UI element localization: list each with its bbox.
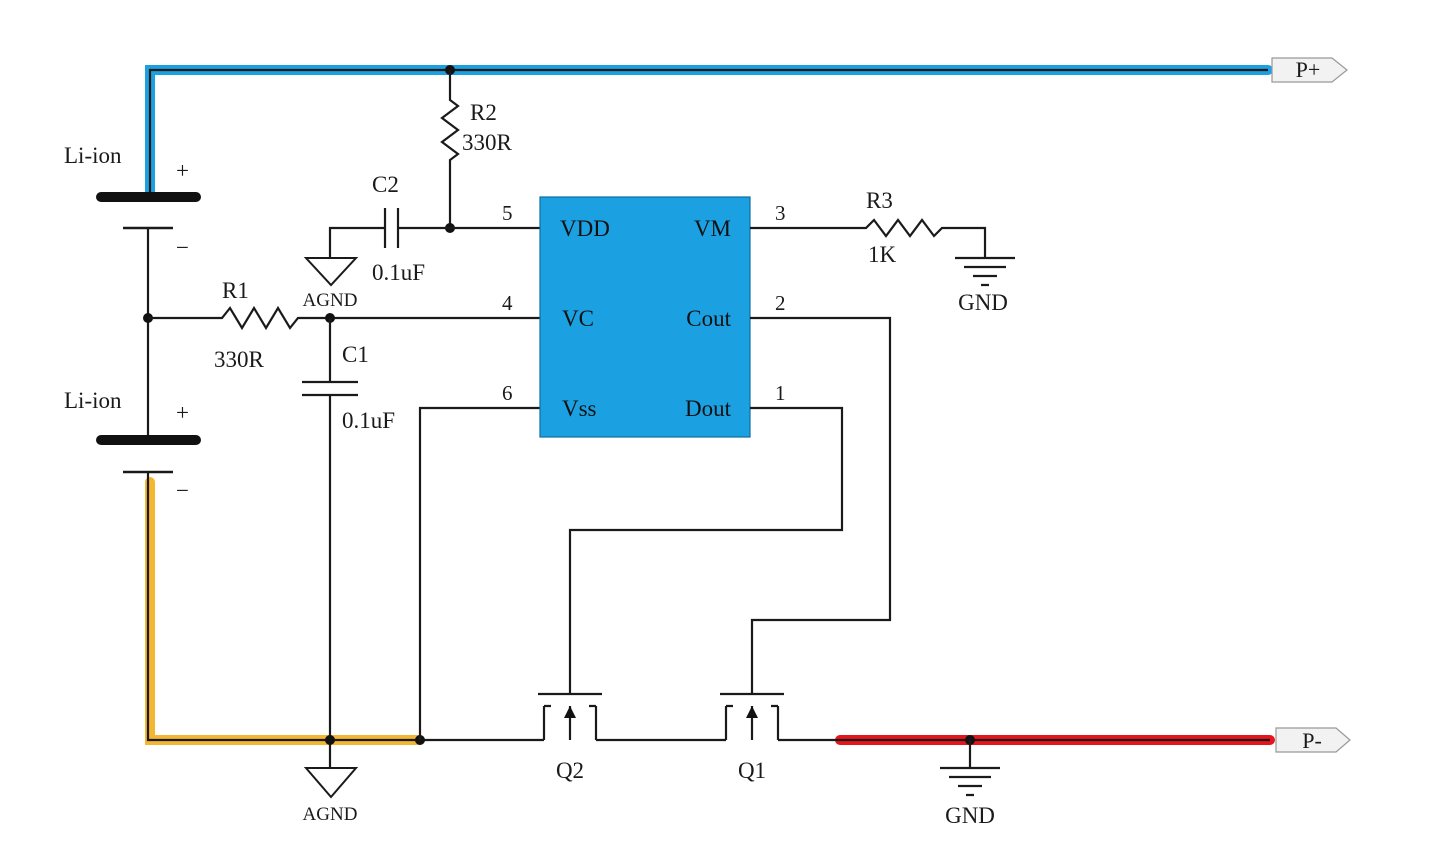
ic-pin-2-number: 2 [775,291,786,315]
port-p-minus[interactable]: P- [1275,727,1351,753]
agnd-bottom-label: AGND [303,804,358,825]
port-p-plus-label: P+ [1296,57,1321,82]
ic-pin-vm-name: VM [694,216,731,241]
q1-mosfet [720,692,840,742]
r3-value: 1K [868,242,897,267]
ic-pin-dout-name: Dout [685,396,732,421]
ic-pin-vss-name: Vss [562,396,597,421]
r3-resistor [750,218,987,258]
battery2-plus: + [176,400,189,425]
battery2-minus: − [176,478,189,503]
agnd-top-label: AGND [303,290,358,311]
ic-pin-5-number: 5 [502,201,513,225]
ic-pin-cout-name: Cout [686,306,731,331]
r2-value: 330R [462,130,513,155]
r2-name: R2 [470,100,497,125]
junction-agnd-bottom [325,735,335,745]
ic-pin-1-number: 1 [775,381,786,405]
ic-pin-6-number: 6 [502,381,513,405]
r1-resistor [148,305,540,331]
r1-name: R1 [222,278,249,303]
c1-capacitor [302,380,358,397]
port-p-plus[interactable]: P+ [1271,57,1348,83]
battery2-label: Li-ion [64,388,122,413]
ic-pin-3-number: 3 [775,201,786,225]
c2-name: C2 [372,172,399,197]
vss-wire [418,406,540,740]
battery1-label: Li-ion [64,143,122,168]
port-p-minus-label: P- [1302,728,1322,753]
agnd-top-symbol [303,257,359,287]
q2-label: Q2 [556,758,584,783]
r3-name: R3 [866,188,893,213]
agnd-bottom-symbol [303,767,359,799]
battery-negative-wire [146,472,544,742]
c2-capacitor [383,208,400,248]
battery1-plus: + [176,158,189,183]
battery-negative-trace-highlight [145,477,425,745]
protection-ic [539,196,751,438]
cout-wire [750,316,892,694]
dout-wire [568,406,844,694]
c2-value: 0.1uF [372,260,425,285]
ic-pin-4-number: 4 [502,291,513,315]
p-plus-wire [148,68,1268,195]
gnd-bottom-symbol [940,740,1000,797]
gnd-bottom-label: GND [945,803,995,828]
q2-mosfet [538,692,726,742]
c1-name: C1 [342,342,369,367]
gnd-top-label: GND [958,290,1008,315]
r2-resistor [440,70,460,228]
r1-value: 330R [214,347,265,372]
p-plus-trace-highlight [145,65,1273,200]
q1-label: Q1 [738,758,766,783]
battery1-minus: − [176,235,189,260]
gnd-top-symbol [955,256,1015,287]
c1-value: 0.1uF [342,408,395,433]
ic-pin-vdd-name: VDD [560,216,610,241]
c2-left-wire [328,226,385,258]
ic-pin-vc-name: VC [562,306,594,331]
